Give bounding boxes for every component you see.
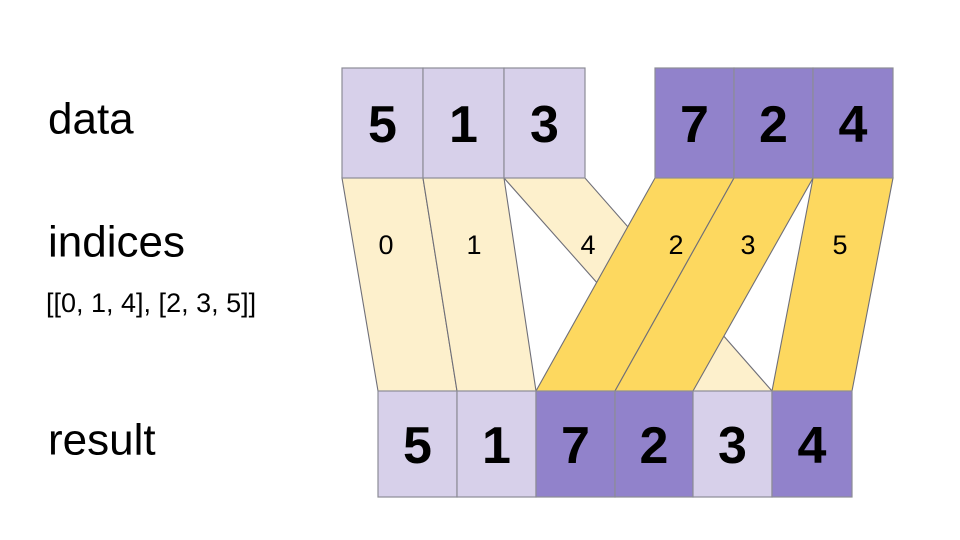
result-cell-value-4: 3 [718, 417, 747, 475]
result-cell-value-3: 2 [640, 417, 669, 475]
data-cell-1-1 [733, 67, 814, 179]
row-label-indices: indices [48, 218, 185, 267]
index-label-2: 4 [580, 230, 595, 260]
data-cell-1-0 [654, 67, 735, 179]
indices-row: 0 1 4 2 3 5 [378, 230, 847, 260]
data-cell-value-1-2: 4 [839, 96, 868, 154]
result-cell-3 [614, 390, 694, 498]
result-cell-value-0: 5 [403, 417, 432, 475]
result-cell-value-5: 4 [798, 417, 827, 475]
indices-value-text: [[0, 1, 4], [2, 3, 5]] [46, 288, 256, 318]
index-label-1: 1 [466, 230, 481, 260]
result-cell-value-2: 7 [561, 417, 590, 475]
data-cell-value-1-1: 2 [759, 96, 788, 154]
index-label-5: 5 [832, 230, 847, 260]
data-cell-0-1 [422, 67, 505, 179]
data-cell-value-0-0: 5 [368, 96, 397, 154]
row-label-data: data [48, 95, 134, 144]
data-cell-0-0 [341, 67, 424, 179]
row-label-result: result [48, 416, 156, 465]
data-cell-0-2 [503, 67, 586, 179]
data-cell-value-1-0: 7 [680, 96, 709, 154]
result-cell-0 [377, 390, 458, 498]
data-cell-value-0-1: 1 [449, 96, 478, 154]
data-cell-value-0-2: 3 [530, 96, 559, 154]
ribbon-layer [341, 177, 894, 392]
result-cell-1 [456, 390, 537, 498]
data-cell-1-2 [812, 67, 894, 179]
result-cell-value-1: 1 [482, 417, 511, 475]
index-label-4: 3 [740, 230, 755, 260]
result-cell-5 [771, 390, 853, 498]
result-cell-2 [535, 390, 616, 498]
index-label-0: 0 [378, 230, 393, 260]
index-label-3: 2 [668, 230, 683, 260]
